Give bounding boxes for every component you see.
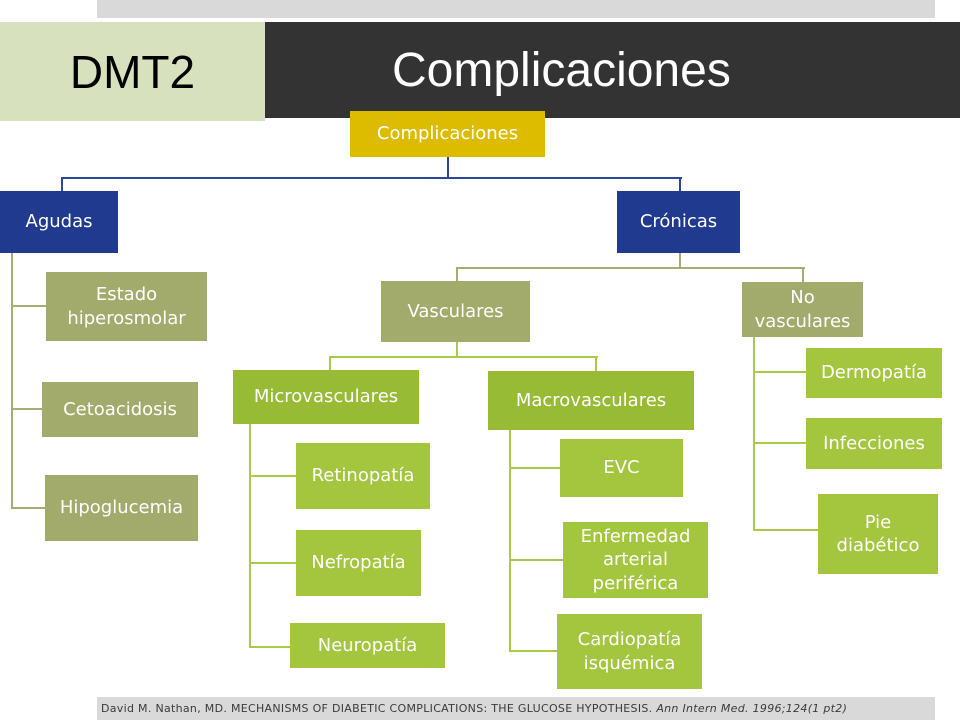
node-root: Complicaciones [350, 111, 545, 157]
connector-to-cronicas [679, 177, 681, 191]
slide-tag: DMT2 [69, 45, 196, 98]
connector-cronicas-down [679, 253, 681, 268]
connector-to-microvasculares [329, 356, 331, 370]
connector-root-bar [61, 177, 682, 179]
node-root-label: Complicaciones [376, 123, 519, 145]
node-infecciones: Infecciones [806, 418, 942, 469]
connector-micro-trunk [249, 424, 251, 648]
connector-to-no-vasculares [802, 267, 804, 282]
node-cronicas: Crónicas [617, 191, 740, 253]
node-evc: EVC [560, 439, 683, 497]
connector-no-vasculares-child-2 [753, 442, 806, 444]
connector-agudas-trunk [11, 253, 13, 509]
node-enfermedad-arterial-periferica-label: Enfermedad arterial periférica [580, 525, 691, 594]
connector-micro-child-2 [249, 562, 296, 564]
node-evc-label: EVC [603, 457, 640, 479]
top-decor-strip [97, 0, 935, 18]
connector-to-agudas [61, 177, 63, 191]
connector-micro-child-3 [249, 646, 290, 648]
node-pie-diabetico-label: Pie diabético [836, 511, 920, 556]
node-estado-hiperosmolar-label: Estado hiperosmolar [67, 284, 186, 329]
connector-macro-child-1 [509, 467, 560, 469]
node-agudas: Agudas [0, 191, 118, 253]
node-estado-hiperosmolar: Estado hiperosmolar [46, 272, 207, 341]
connector-no-vasculares-trunk [753, 337, 755, 531]
node-enfermedad-arterial-periferica: Enfermedad arterial periférica [563, 522, 708, 598]
node-nefropatia: Nefropatía [296, 530, 421, 596]
node-cetoacidosis-label: Cetoacidosis [63, 398, 177, 420]
connector-to-macrovasculares [595, 356, 597, 371]
connector-vasculares-down [456, 342, 458, 357]
node-microvasculares: Microvasculares [233, 370, 419, 424]
connector-macro-trunk [509, 430, 511, 652]
connector-no-vasculares-child-1 [753, 371, 806, 373]
connector-no-vasculares-child-3 [753, 529, 818, 531]
connector-root-down [447, 157, 449, 178]
node-macrovasculares: Macrovasculares [488, 371, 694, 430]
connector-agudas-child-1 [11, 305, 46, 307]
connector-micro-child-1 [249, 475, 296, 477]
node-microvasculares-label: Microvasculares [253, 386, 399, 408]
connector-vasculares-bar [329, 356, 598, 358]
slide-tag-box: DMT2 [0, 22, 265, 121]
node-dermopatia: Dermopatía [806, 348, 942, 398]
node-cronicas-label: Crónicas [639, 211, 718, 233]
node-cetoacidosis: Cetoacidosis [42, 382, 198, 437]
node-cardiopatia-isquemica-label: Cardiopatía isquémica [577, 629, 682, 674]
node-infecciones-label: Infecciones [823, 432, 925, 454]
node-dermopatia-label: Dermopatía [820, 362, 928, 384]
node-agudas-label: Agudas [25, 211, 93, 233]
node-retinopatia: Retinopatía [296, 443, 430, 509]
citation-journal: Ann Intern Med. 1996;124(1 pt2) [656, 702, 848, 715]
node-no-vasculares: No vasculares [742, 282, 863, 337]
node-hipoglucemia: Hipoglucemia [45, 475, 198, 541]
connector-macro-child-2 [509, 559, 563, 561]
node-nefropatia-label: Nefropatía [311, 552, 406, 574]
connector-cronicas-bar [456, 267, 805, 269]
slide-title-bar: Complicaciones [265, 22, 960, 118]
node-neuropatia: Neuropatía [290, 623, 445, 668]
connector-macro-child-3 [509, 650, 557, 652]
connector-agudas-child-2 [11, 408, 42, 410]
node-neuropatia-label: Neuropatía [317, 634, 418, 656]
citation-bar: David M. Nathan, MD. MECHANISMS OF DIABE… [97, 697, 935, 720]
node-cardiopatia-isquemica: Cardiopatía isquémica [557, 614, 702, 689]
node-retinopatia-label: Retinopatía [311, 465, 415, 487]
citation-reference: David M. Nathan, MD. MECHANISMS OF DIABE… [101, 702, 653, 715]
node-hipoglucemia-label: Hipoglucemia [59, 497, 184, 519]
slide-title: Complicaciones [392, 43, 731, 97]
node-no-vasculares-label: No vasculares [754, 287, 851, 332]
node-pie-diabetico: Pie diabético [818, 494, 938, 574]
node-vasculares-label: Vasculares [407, 300, 504, 322]
node-vasculares: Vasculares [381, 281, 530, 342]
node-macrovasculares-label: Macrovasculares [515, 389, 667, 411]
connector-agudas-child-3 [11, 507, 45, 509]
connector-to-vasculares [456, 267, 458, 281]
